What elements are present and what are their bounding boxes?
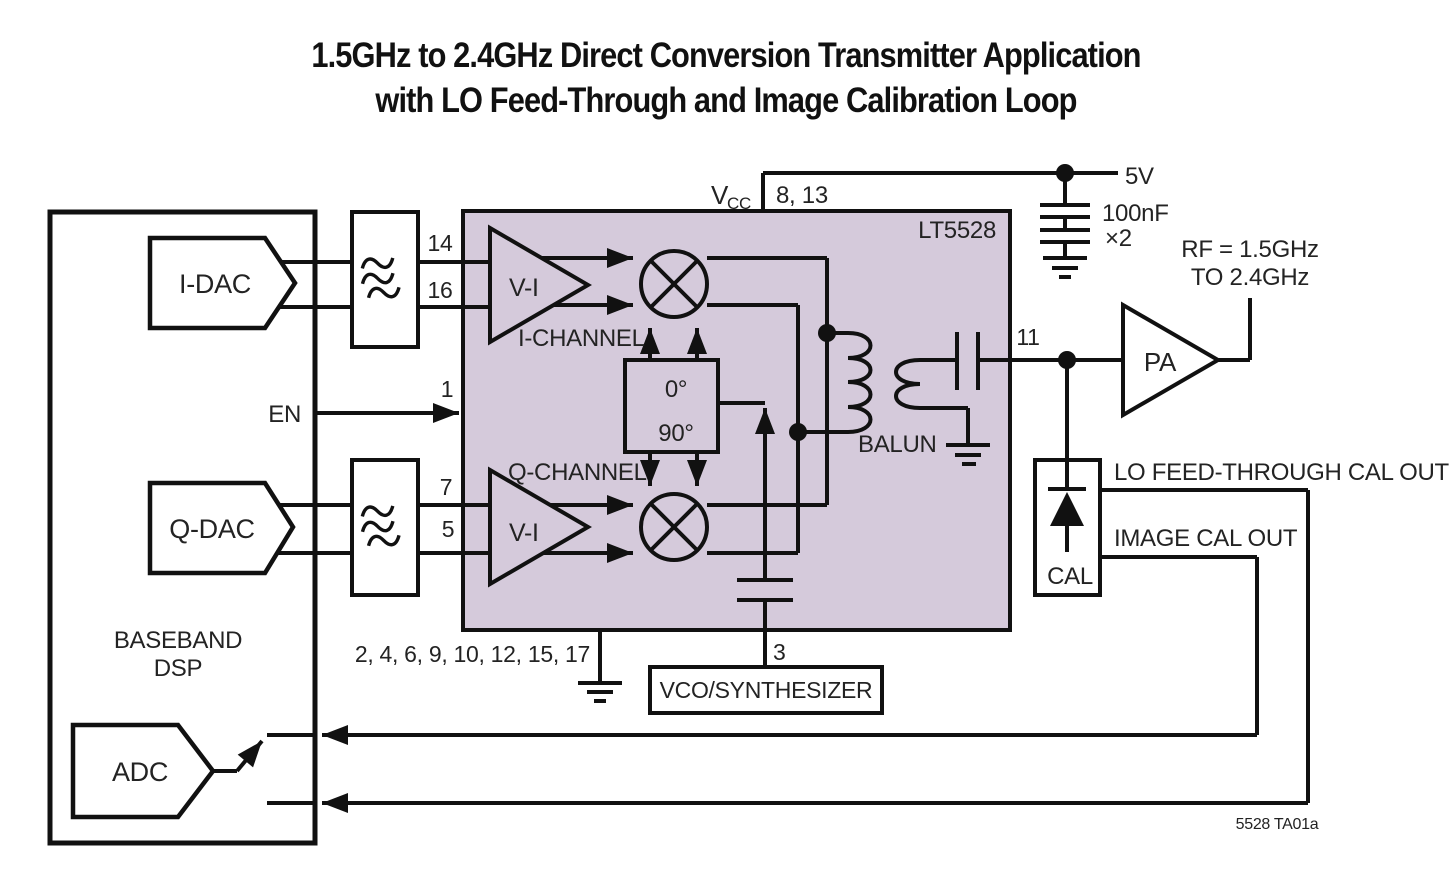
vco-label: VCO/SYNTHESIZER bbox=[660, 677, 873, 703]
rf-range-label-line2: TO 2.4GHz bbox=[1191, 264, 1309, 291]
figure-title-line1: 1.5GHz to 2.4GHz Direct Conversion Trans… bbox=[311, 36, 1141, 75]
mixer-q bbox=[639, 492, 709, 562]
balun-secondary-coil bbox=[894, 358, 921, 410]
diode-icon bbox=[1048, 460, 1086, 552]
vi-amp-i bbox=[488, 224, 592, 346]
pin-16-label: 16 bbox=[428, 277, 453, 303]
chip-body bbox=[461, 209, 1012, 632]
baseband-label-line2: DSP bbox=[154, 655, 202, 682]
q-channel-label: Q-CHANNEL bbox=[508, 459, 647, 486]
enable-label: EN bbox=[268, 401, 301, 428]
balun-transformer bbox=[847, 331, 921, 434]
pin-5-label: 5 bbox=[442, 516, 455, 542]
pin-7-label: 7 bbox=[440, 474, 453, 500]
cap-multiplier-label: ×2 bbox=[1105, 225, 1132, 252]
vi-amp-q bbox=[488, 466, 592, 588]
i-channel-label: I-CHANNEL bbox=[518, 325, 645, 352]
pa-label: PA bbox=[1144, 347, 1177, 377]
i-dac-block bbox=[147, 235, 298, 331]
pa-amp bbox=[1121, 301, 1222, 419]
vcc-label: V bbox=[711, 180, 729, 210]
phase-0-label: 0° bbox=[665, 376, 687, 403]
decoupling-cap-label: 100nF bbox=[1102, 200, 1169, 227]
vi-amp-q-label: V-I bbox=[509, 519, 539, 547]
lowpass-squiggle-icon bbox=[360, 257, 401, 299]
junction-dots bbox=[789, 164, 1076, 441]
chip-name-label: LT5528 bbox=[918, 217, 996, 244]
pin-11-label: 11 bbox=[1016, 324, 1039, 350]
rf-range-label-line1: RF = 1.5GHz bbox=[1181, 236, 1318, 263]
balun-label: BALUN bbox=[858, 431, 937, 458]
pin-3-label: 3 bbox=[773, 639, 786, 665]
lo-feedthrough-out-label: LO FEED-THROUGH CAL OUT bbox=[1114, 459, 1450, 486]
vi-amp-i-label: V-I bbox=[509, 274, 539, 302]
cal-label: CAL bbox=[1047, 563, 1093, 590]
figure-note: 5528 TA01a bbox=[1236, 816, 1319, 833]
supply-pins-label: 8, 13 bbox=[776, 182, 828, 209]
baseband-dsp-box bbox=[47, 209, 318, 846]
balun-primary-coil bbox=[847, 331, 873, 434]
cal-detector-block bbox=[1033, 458, 1102, 597]
pin-14-label: 14 bbox=[428, 230, 453, 256]
pin-1-label: 1 bbox=[441, 376, 454, 402]
supply-voltage-label: 5V bbox=[1125, 163, 1154, 190]
mixer-i bbox=[639, 249, 709, 319]
figure-title-line2: with LO Feed-Through and Image Calibrati… bbox=[375, 81, 1077, 120]
adc-label: ADC bbox=[112, 757, 168, 787]
baseband-label-line1: BASEBAND bbox=[114, 627, 242, 654]
vcc-subscript: CC bbox=[727, 194, 751, 213]
phase-90-label: 90° bbox=[658, 420, 693, 447]
q-dac-block bbox=[147, 480, 296, 576]
figure-title: 1.5GHz to 2.4GHz Direct Conversion Trans… bbox=[0, 33, 1452, 123]
q-filter-block bbox=[350, 458, 420, 597]
q-dac-label: Q-DAC bbox=[169, 514, 255, 544]
i-filter-block bbox=[350, 210, 420, 349]
image-cal-out-label: IMAGE CAL OUT bbox=[1114, 525, 1298, 552]
ground-pins-label: 2, 4, 6, 9, 10, 12, 15, 17 bbox=[355, 641, 590, 667]
lowpass-squiggle-icon bbox=[360, 505, 401, 547]
phase-shifter-box bbox=[623, 358, 720, 454]
i-dac-label: I-DAC bbox=[179, 269, 251, 299]
adc-block bbox=[70, 722, 216, 820]
vco-box bbox=[648, 665, 884, 715]
